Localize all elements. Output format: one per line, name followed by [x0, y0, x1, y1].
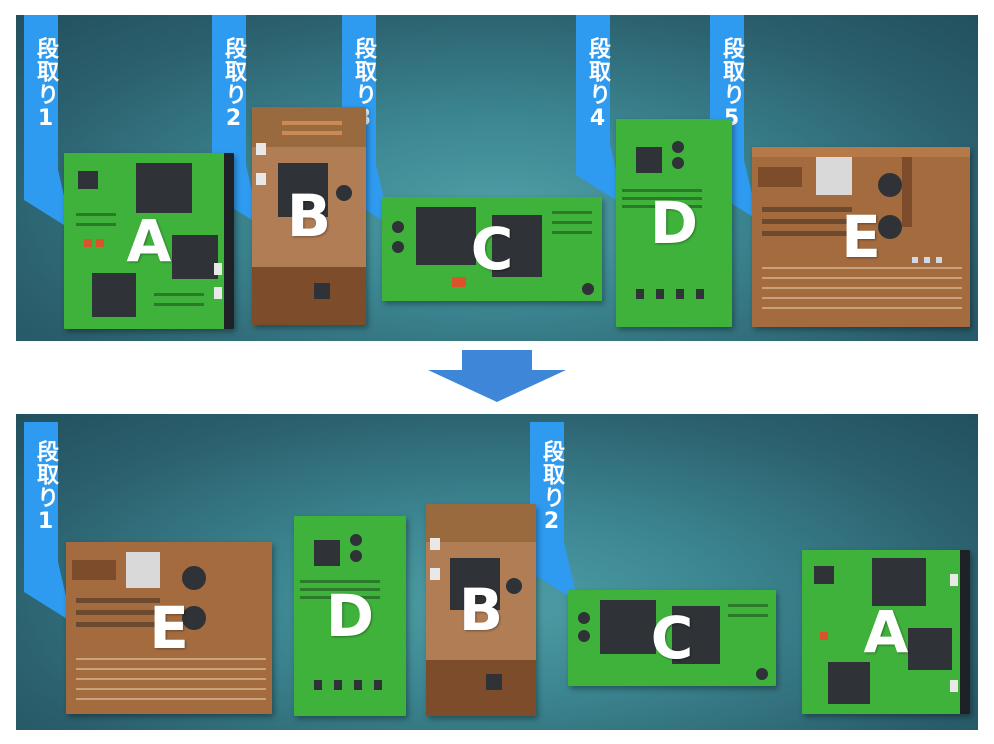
setup-flag-label: 段取り5 [719, 37, 744, 132]
board-label: A [126, 207, 172, 275]
board-label: E [149, 594, 189, 662]
board-label: B [286, 182, 332, 250]
board-label: C [650, 604, 694, 672]
circuit-board-b: B [426, 504, 536, 716]
circuit-board-a: A [64, 153, 234, 329]
board-label: A [863, 598, 909, 666]
setup-flag-label: 段取り1 [33, 37, 58, 132]
board-label: E [841, 203, 881, 271]
circuit-board-c: C [568, 590, 776, 686]
board-label: B [458, 576, 504, 644]
circuit-board-d: D [294, 516, 406, 716]
top-setup-panel: 段取り1 段取り2 段取り3 段取り4 段取り5 [16, 15, 978, 341]
setup-flag-4: 段取り4 [576, 15, 624, 205]
circuit-board-c: C [382, 197, 602, 301]
setup-flag-label: 段取り4 [585, 37, 610, 132]
setup-flag-label: 段取り1 [33, 440, 58, 535]
board-label: D [325, 582, 375, 650]
board-label: D [649, 189, 699, 257]
circuit-board-e: E [66, 542, 272, 714]
circuit-board-b: B [252, 107, 366, 325]
circuit-board-e: E [752, 147, 970, 327]
circuit-board-a: A [802, 550, 970, 714]
setup-flag-2: 段取り2 [530, 422, 578, 602]
setup-flag-label: 段取り2 [539, 440, 564, 535]
board-label: C [470, 215, 514, 283]
down-arrow-icon [428, 350, 566, 402]
bottom-setup-panel: 段取り1 段取り2 E D [16, 414, 978, 730]
circuit-board-d: D [616, 119, 732, 327]
setup-flag-1: 段取り1 [24, 15, 72, 230]
setup-flag-1: 段取り1 [24, 422, 72, 622]
setup-flag-label: 段取り2 [221, 37, 246, 132]
